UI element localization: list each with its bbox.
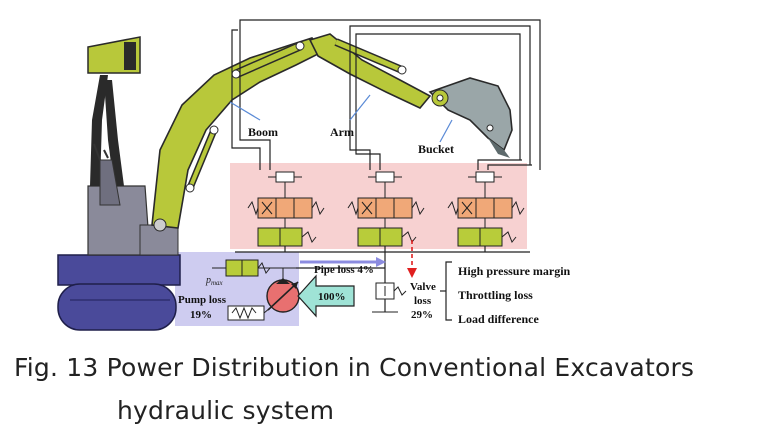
pmax-label: pmax xyxy=(205,275,224,287)
cabin-roof xyxy=(87,36,141,74)
pipe-loss-label: Pipe loss 4% xyxy=(314,264,374,276)
valve-unit-arm xyxy=(347,171,425,247)
figure-caption-line1: Fig. 13 Power Distribution in Convention… xyxy=(14,353,695,382)
input-power-arrow xyxy=(297,274,355,318)
valve-loss-item-1: High pressure margin xyxy=(458,264,571,278)
valve-loss-line3: 29% xyxy=(411,309,433,321)
arm-label: Arm xyxy=(330,125,354,139)
valve-loss-line2: loss xyxy=(414,295,432,307)
component-labels: Boom Arm Bucket xyxy=(229,94,454,156)
pump-loss-line1: Pump loss xyxy=(178,294,227,306)
valve-loss-bracket xyxy=(440,261,452,321)
valve-loss-item-3: Load difference xyxy=(458,312,539,326)
pmax-subscript: max xyxy=(211,279,224,287)
valve-unit-boom xyxy=(247,171,325,247)
pump-loss-line2: 19% xyxy=(190,309,212,321)
pmax-symbol: p xyxy=(205,275,211,286)
arm xyxy=(308,33,432,109)
valve-loss-line1: Valve xyxy=(410,281,436,293)
relief-valve xyxy=(372,282,407,313)
valve-loss-item-2: Throttling loss xyxy=(458,288,533,302)
boom xyxy=(151,37,324,232)
excavator-hydraulic-diagram: Boom Arm Bucket Pipe loss 4% Valve loss … xyxy=(57,19,571,331)
boom-label: Boom xyxy=(248,125,278,139)
input-power-label: 100% xyxy=(318,291,346,303)
pipe-loss-arrow xyxy=(300,257,386,267)
hydraulic-hoses xyxy=(231,19,541,170)
valve-unit-bucket xyxy=(447,171,525,247)
bucket-label: Bucket xyxy=(418,142,454,156)
diagram-canvas: Boom Arm Bucket Pipe loss 4% Valve loss … xyxy=(57,19,571,331)
track-assembly xyxy=(57,254,181,331)
bucket xyxy=(428,77,513,158)
figure-caption-line2: hydraulic system xyxy=(117,396,335,425)
valve-loss-arrow xyxy=(407,240,417,278)
